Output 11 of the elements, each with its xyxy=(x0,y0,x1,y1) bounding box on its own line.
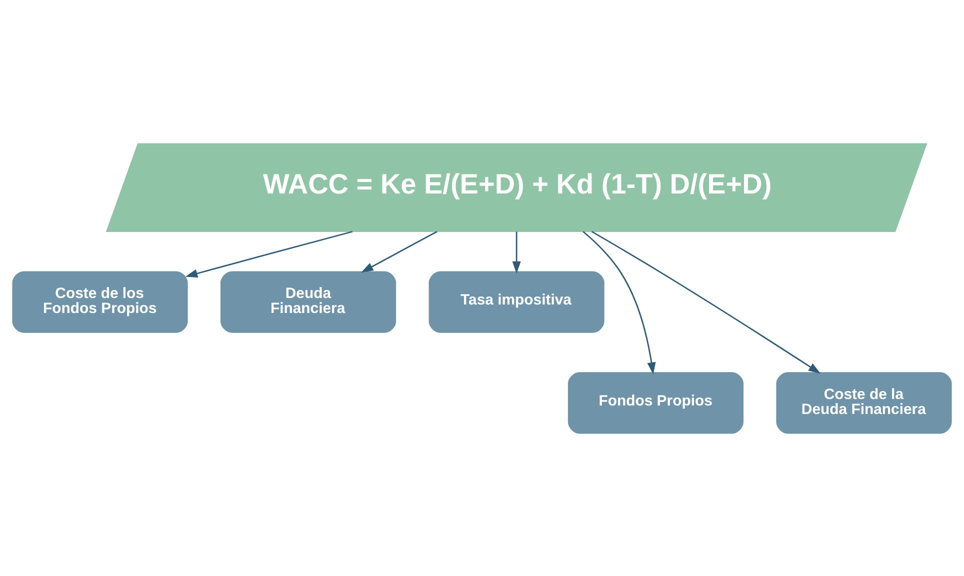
arrow xyxy=(361,230,438,272)
arrow xyxy=(185,230,353,278)
arrow xyxy=(512,231,521,274)
node-box: Tasa impositiva xyxy=(428,270,604,332)
arrow xyxy=(591,230,821,374)
node-box: Coste de los Fondos Propios xyxy=(12,270,188,332)
node-box: Fondos Propios xyxy=(568,372,744,434)
node-box: WACC = Ke E/(E+D) + Kd (1-T) D/(E+D) xyxy=(106,142,928,232)
arrow xyxy=(582,230,656,374)
node-box: Coste de la Deuda Financiera xyxy=(776,372,952,434)
node-box: Deuda Financiera xyxy=(220,270,396,332)
